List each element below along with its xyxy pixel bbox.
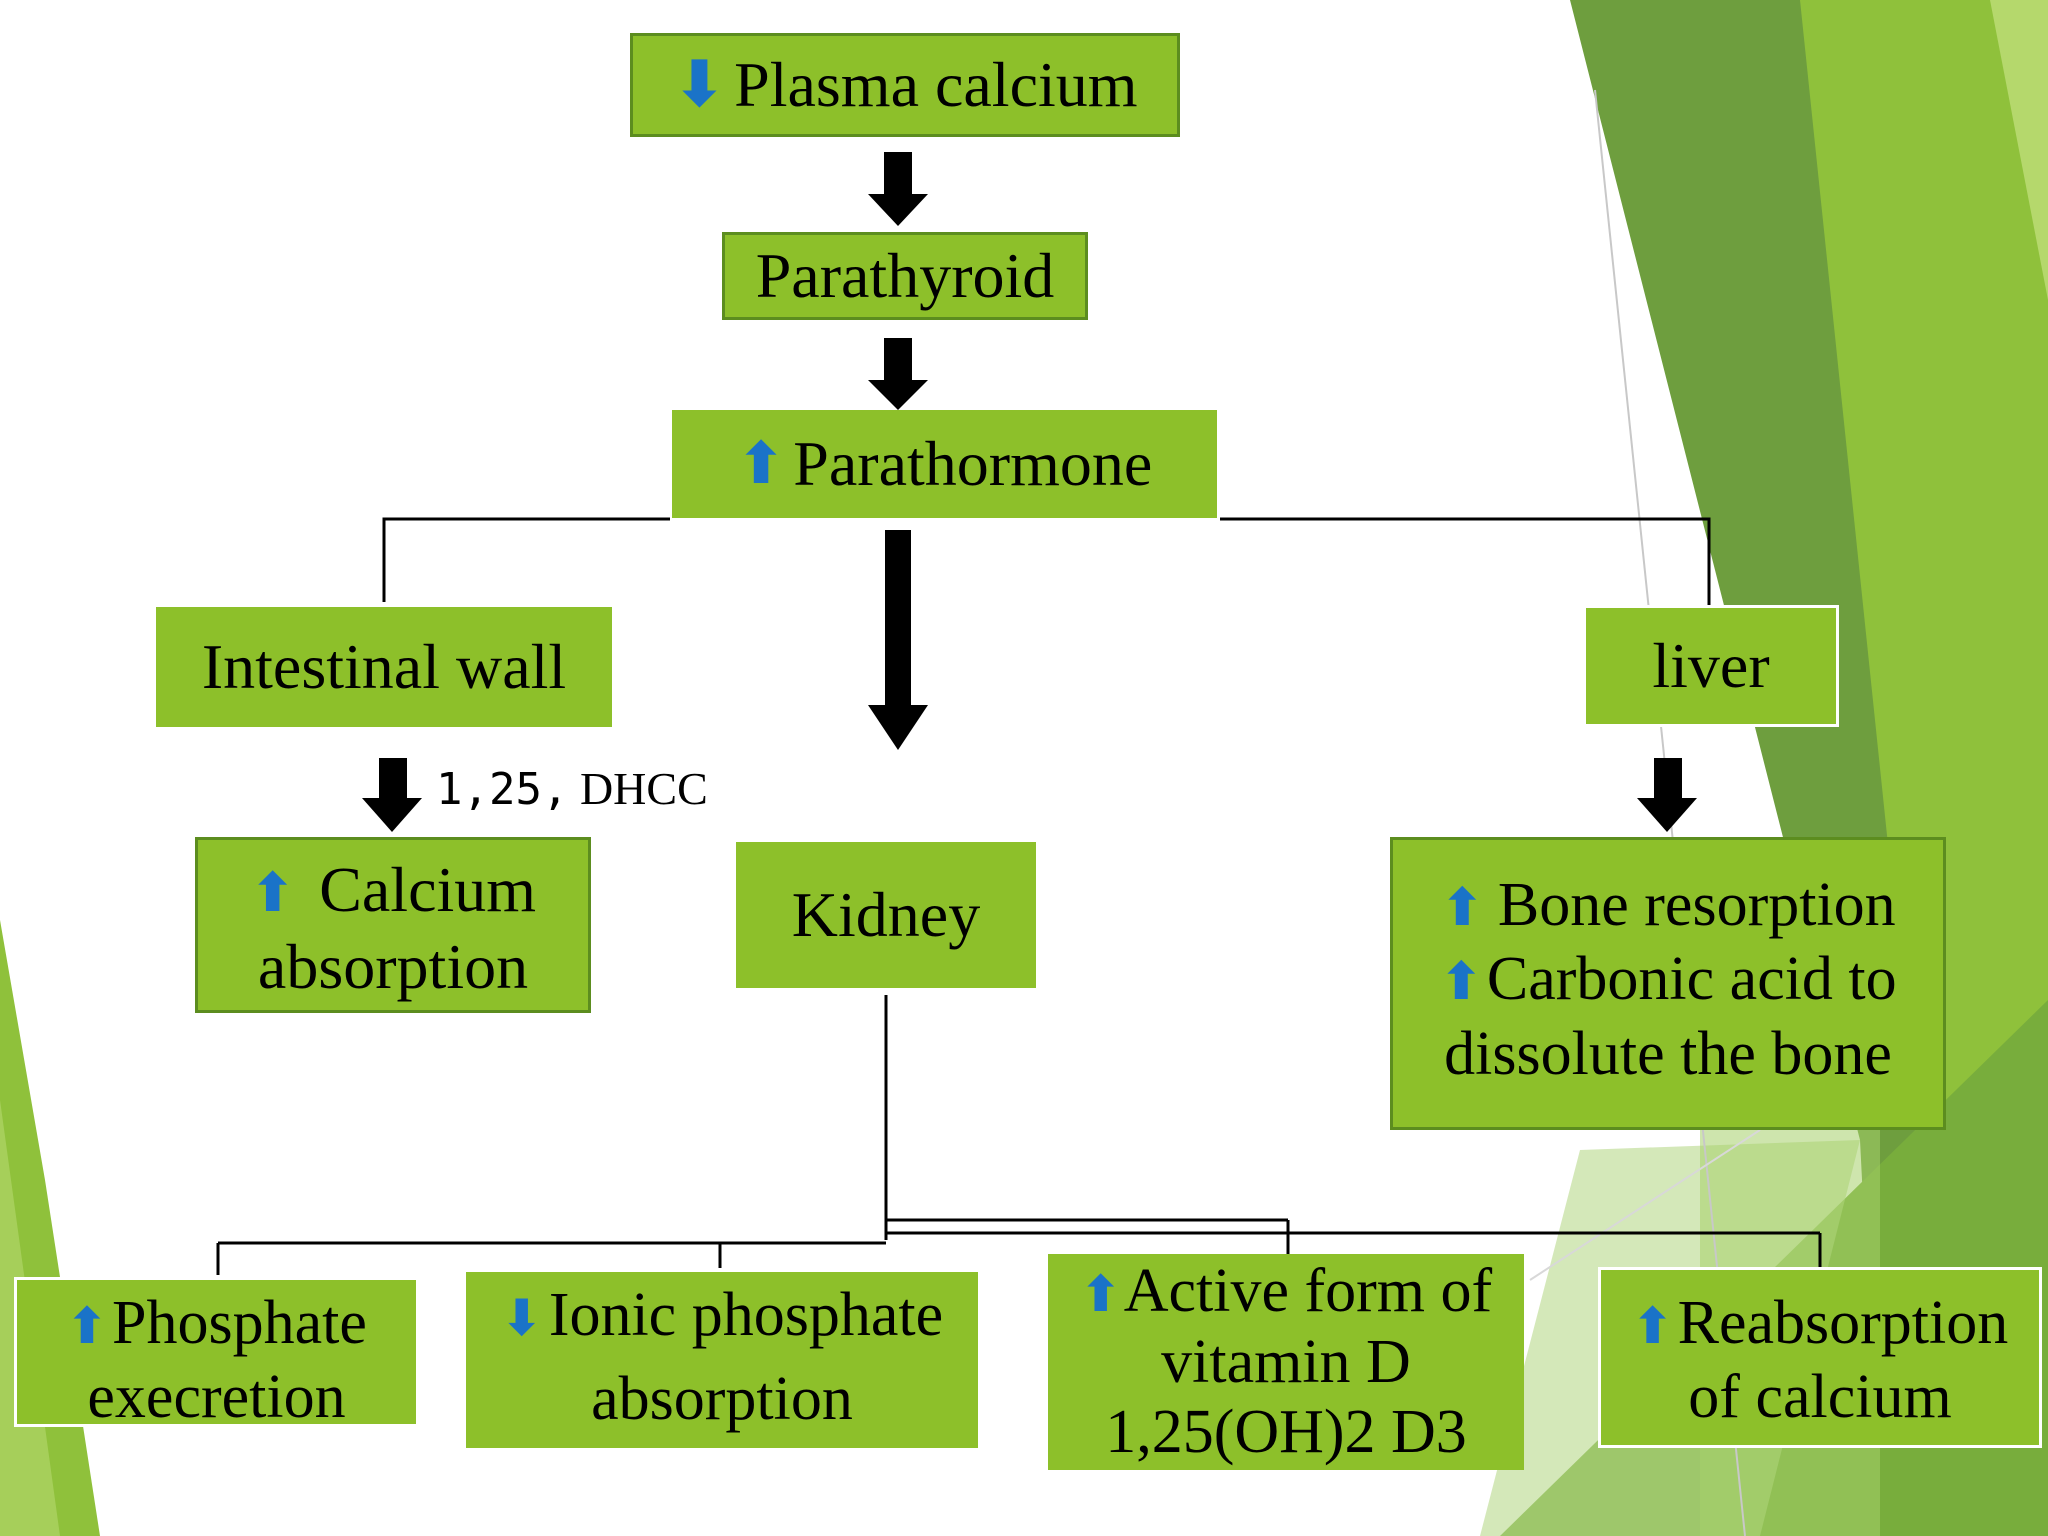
down-arrow-icon: ⬇ — [672, 47, 727, 122]
up-arrow-icon: ⬆ — [736, 429, 786, 498]
phosphate-excretion-box: ⬆Phosphate execretion — [14, 1277, 419, 1431]
up-arrow-icon: ⬆ — [1079, 1265, 1122, 1323]
carbonic-acid-line: ⬆Carbonic acid to — [1393, 942, 1943, 1016]
reabsorption-box: ⬆Reabsorption of calcium — [1598, 1267, 2042, 1448]
calcium-absorption-line2: absorption — [257, 930, 529, 1002]
down-arrow-icon: ⬇ — [500, 1289, 543, 1347]
reabsorption-label: Reabsorption — [1677, 1289, 2009, 1357]
carbonic-acid-label: Carbonic acid to — [1486, 945, 1897, 1014]
down-arrow-bone-icon — [1637, 758, 1697, 832]
dhcc-text: DHCC — [579, 763, 708, 814]
phosphate-label: Phosphate — [112, 1289, 367, 1357]
parathormone-label: Parathormone — [793, 427, 1153, 499]
ionic-phosphate-line: ⬇Ionic phosphate — [466, 1278, 978, 1352]
calcium-absorption-line1: ⬆ Calcium — [198, 852, 588, 929]
dhcc-number: 1,25, — [436, 764, 569, 815]
active-form-line: ⬆Active form of — [1048, 1256, 1524, 1327]
bone-resorption-line: ⬆Bone resorption — [1393, 868, 1943, 942]
calcium-label: Calcium — [319, 854, 537, 925]
up-arrow-icon: ⬆ — [249, 861, 296, 924]
parathyroid-label: Parathyroid — [755, 239, 1055, 311]
ionic-phosphate-label: Ionic phosphate — [548, 1281, 944, 1349]
bone-resorption-label: Bone resorption — [1497, 871, 1896, 939]
ionic-phosphate-box: ⬇Ionic phosphate absorption — [466, 1272, 978, 1448]
vitamin-d-box: ⬆Active form of vitamin D 1,25(OH)2 D3 — [1048, 1254, 1524, 1470]
parathormone-box: ⬆ Parathormone — [672, 410, 1217, 518]
down-arrow-kidney-icon — [868, 530, 928, 750]
phosphate-line: ⬆Phosphate — [17, 1286, 416, 1360]
dhcc-label: 1,25, DHCC — [436, 762, 708, 815]
liver-label: liver — [1652, 629, 1770, 701]
of-calcium-label: of calcium — [1688, 1363, 1952, 1432]
down-arrow-calcium-icon — [362, 758, 422, 832]
down-arrow-1-icon — [868, 152, 928, 226]
intestinal-wall-label: Intestinal wall — [201, 630, 567, 702]
liver-box: liver — [1583, 605, 1839, 727]
parathyroid-box: Parathyroid — [722, 232, 1088, 320]
dissolute-bone-label: dissolute the bone — [1444, 1019, 1892, 1088]
up-arrow-icon: ⬆ — [1440, 878, 1484, 938]
ionic-absorption-label: absorption — [591, 1365, 853, 1434]
intestinal-wall-box: Intestinal wall — [156, 607, 612, 727]
branch-lines — [216, 517, 1822, 1275]
kidney-label: Kidney — [791, 878, 981, 950]
plasma-calcium-label: Plasma calcium — [734, 48, 1138, 120]
up-arrow-icon: ⬆ — [1631, 1297, 1674, 1355]
plasma-calcium-box: ⬇ Plasma calcium — [630, 33, 1180, 137]
up-arrow-icon: ⬆ — [1439, 952, 1483, 1013]
reabsorption-line: ⬆Reabsorption — [1601, 1286, 2039, 1360]
vitamin-d-label: vitamin D — [1161, 1327, 1411, 1396]
up-arrow-icon: ⬆ — [66, 1297, 109, 1355]
down-arrow-2-icon — [868, 338, 928, 410]
kidney-box: Kidney — [736, 842, 1036, 988]
bone-resorption-box: ⬆Bone resorption ⬆Carbonic acid to disso… — [1390, 837, 1946, 1130]
excretion-label: execretion — [87, 1363, 346, 1432]
active-form-label: Active form of — [1123, 1257, 1493, 1325]
calcium-absorption-box: ⬆ Calcium absorption — [195, 837, 591, 1013]
vitamin-d3-label: 1,25(OH)2 D3 — [1105, 1398, 1467, 1467]
